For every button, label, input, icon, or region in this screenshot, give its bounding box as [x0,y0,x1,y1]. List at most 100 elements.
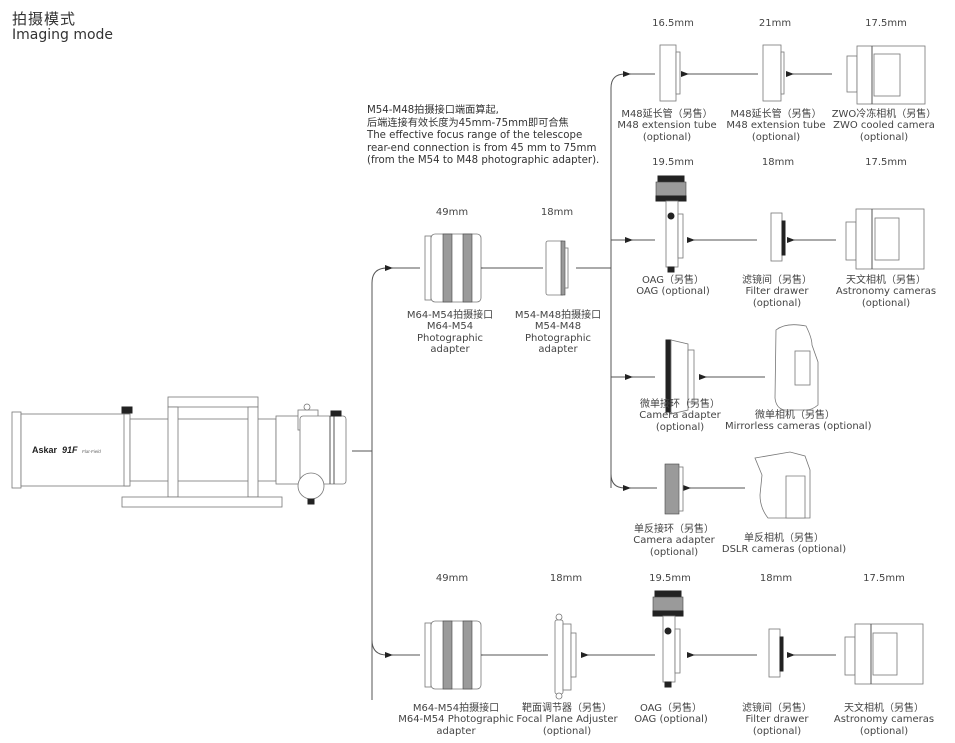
telescope-tag: Flat-Field [82,449,101,454]
oag-lower-illustration [652,590,684,688]
dim-filter-drawer: 18mm [761,157,795,168]
label-line: 单反相机（另售） [744,533,824,544]
label-line: 滤镜间（另售） [742,703,812,714]
mirrorless-adapter-illustration [665,339,695,415]
label-line: ZWO cooled camera [833,120,935,132]
label-line: (optional) [859,131,909,143]
focuser-body [275,415,302,485]
label-line: (optional) [542,725,592,737]
m64-m54-adapter-illustration [424,233,482,303]
label-line: M48延长管（另售） [730,109,822,120]
tube-ring-left [167,406,179,498]
note-line: M54-M48拍摄接口端面算起, [367,105,499,116]
m48-extension-tube-2-illustration [762,44,785,102]
dim-focal-plane-adjuster: 18mm [549,573,583,584]
dim-m64-m54: 49mm [435,207,469,218]
label-line: M64-M54拍摄接口 [412,703,500,714]
connector-lines [352,71,836,700]
dew-shield-screw [121,406,133,414]
m64-m54-adapter-lower-illustration [424,620,482,690]
label-m64-m54-adapter: M64-M54拍摄接口 M64-M54 Photographic adapter [380,310,520,356]
label-line: DSLR cameras (optional) [721,544,847,556]
dim-oag-lower: 19.5mm [649,573,691,584]
label-line: Camera adapter [633,535,715,547]
label-astronomy-camera: 天文相机（另售） Astronomy cameras (optional) [816,275,955,309]
dim-astronomy-camera: 17.5mm [865,157,907,168]
label-line: adapter [436,725,476,737]
dslr-camera-illustration [754,451,811,519]
main-trunk-lower [371,451,390,656]
filter-drawer-illustration [770,212,786,262]
label-line: (optional) [655,421,705,433]
label-line: M48 extension tube [726,120,826,132]
label-line: Astronomy cameras [835,286,937,298]
label-dslr-camera: 单反相机（另售） DSLR cameras (optional) [714,533,854,556]
label-line: M54-M48拍摄接口 [514,310,602,321]
dim-m64-m54-lower: 49mm [435,573,469,584]
tube-ring-top [167,396,259,408]
label-line: (optional) [752,297,802,309]
label-extension-tube-1: M48延长管（另售） M48 extension tube (optional) [597,109,737,143]
focus-range-note: M54-M48拍摄接口端面算起, 后端连接有效长度为45mm-75mm即可合焦 … [367,105,599,168]
label-line: (optional) [649,546,699,558]
label-line: Focal Plane Adjuster [516,714,618,726]
label-oag-lower: OAG（另售） OAG (optional) [601,703,741,726]
label-line: 靶面调节器（另售） [522,703,612,714]
label-dslr-adapter: 单反接环（另售） Camera adapter (optional) [604,524,744,558]
label-line: M48 extension tube [617,120,717,132]
label-line: Photographic [416,332,484,344]
label-line: Filter drawer [745,714,809,726]
m48-extension-tube-1-illustration [659,44,681,102]
label-oag: OAG（另售） OAG (optional) [603,275,743,298]
dim-oag: 19.5mm [652,157,694,168]
tube-ring-right [247,406,259,498]
dim-astronomy-camera-lower: 17.5mm [863,573,905,584]
label-m54-m48-adapter: M54-M48拍摄接口 M54-M48 Photographic adapter [488,310,628,356]
label-line: Mirrorless cameras (optional) [725,421,872,433]
label-line: Astronomy cameras [833,714,935,726]
label-line: ZWO冷冻相机（另售） [831,109,937,120]
label-line: M64-M54 Photographic [398,714,514,726]
astronomy-camera-lower-illustration [844,623,924,685]
m54-m48-adapter-illustration [545,240,569,296]
label-line: OAG（另售） [641,275,705,286]
label-line: Photographic [524,332,592,344]
telescope-illustration: Askar 91F Flat-Field [11,396,347,508]
label-line: (optional) [859,725,909,737]
dim-m54-m48: 18mm [540,207,574,218]
dim-extension-tube-1: 16.5mm [652,18,694,29]
label-line: Filter drawer [745,286,809,298]
label-line: M48延长管（另售） [621,109,713,120]
label-line: Camera adapter [639,410,721,422]
label-mirrorless-camera: 微单相机（另售） Mirrorless cameras (optional) [725,410,872,433]
label-line: (optional) [861,297,911,309]
label-line: OAG (optional) [634,714,708,726]
label-line: (optional) [642,131,692,143]
dim-zwo-camera: 17.5mm [865,18,907,29]
label-line: (optional) [751,131,801,143]
label-line: 微单相机（另售） [755,410,835,421]
dim-filter-drawer-lower: 18mm [759,573,793,584]
label-line: 天文相机（另售） [844,703,924,714]
dslr-adapter-illustration [664,463,684,515]
focal-plane-adjuster-illustration [554,613,577,700]
dim-extension-tube-2: 21mm [758,18,792,29]
label-line: M64-M54拍摄接口 [406,310,494,321]
title-chinese: 拍摄模式 [12,10,77,28]
title-english: Imaging mode [12,27,114,43]
astronomy-camera-illustration [845,208,925,270]
dovetail-plate [121,496,283,508]
label-filter-drawer: 滤镜间（另售） Filter drawer (optional) [707,275,847,309]
label-line: 微单接环（另售） [640,399,720,410]
label-extension-tube-2: M48延长管（另售） M48 extension tube (optional) [706,109,846,143]
note-line: (from the M54 to M48 photographic adapte… [367,155,600,167]
zwo-camera-illustration [846,45,926,105]
dew-shield-rim [11,411,22,489]
label-filter-drawer-lower: 滤镜间（另售） Filter drawer (optional) [707,703,847,737]
filter-drawer-lower-illustration [768,628,784,678]
note-line: rear-end connection is from 45 mm to 75m… [367,142,597,154]
label-line: OAG（另售） [639,703,703,714]
note-line: The effective focus range of the telesco… [367,130,583,142]
label-zwo-camera: ZWO冷冻相机（另售） ZWO cooled camera (optional) [814,109,954,143]
